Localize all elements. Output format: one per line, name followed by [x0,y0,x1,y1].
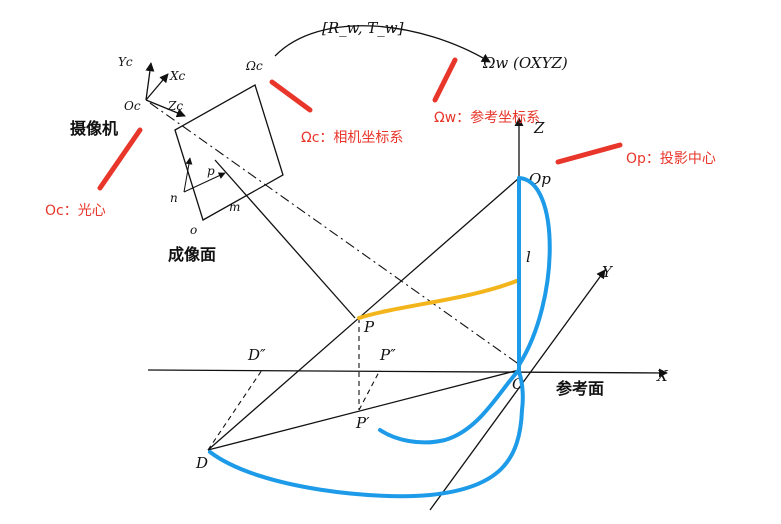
omega-c-label: Ωc [245,59,263,73]
P-label: P [363,318,375,336]
p-label: p [207,164,215,178]
highlight-arc-p1 [378,368,521,445]
o-label: o [190,223,197,237]
optical-axis [149,102,521,366]
m-label: m [229,200,240,214]
arrow-omega-w [432,57,458,103]
z-label: Z [533,119,545,137]
highlight-arc-d [208,370,525,499]
arrow-op [555,142,623,165]
axis-n [183,157,193,193]
omega-c-note: Ωc：相机坐标系 [301,130,403,146]
D-label: D [195,454,208,472]
l-label: l [526,248,531,266]
axis-y [429,269,606,511]
op-note: Op：投影中心 [626,151,716,167]
transform-label: [R_w, T_w] [322,19,404,37]
transform-arrow [274,25,491,63]
dash-p1-to-p2 [358,369,381,411]
image-plane-label: 成像面 [168,245,216,264]
x-label: X [656,367,669,385]
arrow-omega-c [269,79,313,113]
P2-label: P″ [379,346,396,364]
P1-label: P′ [355,414,370,432]
axis-zc [145,99,186,118]
axis-x [147,368,668,378]
axis-yc [145,62,155,101]
ray-camera-to-P [214,159,356,319]
camera-label: 摄像机 [70,119,118,138]
y-label: Y [602,263,614,281]
oc-note: Oc：光心 [45,203,106,219]
D2-label: D″ [247,346,266,364]
image-plane [174,84,284,221]
dash-d-to-d2 [207,369,263,451]
line-op-to-d [207,177,520,451]
arrow-oc [97,127,143,191]
omega-w-label: Ωw (OXYZ) [482,54,568,72]
n-label: n [170,191,178,205]
reference-plane-label: 参考面 [556,379,604,398]
axis-m [183,172,226,193]
axis-xc [145,73,169,101]
yc-label: Yc [118,55,133,69]
oc-label: Oc [124,99,141,113]
zc-label: Zc [167,99,183,113]
omega-w-note: Ωw：参考坐标系 [434,109,540,126]
highlight-p-to-l [357,278,521,320]
xc-label: Xc [169,69,186,83]
line-d-to-o [207,369,520,451]
highlight-arc-op [517,176,552,367]
